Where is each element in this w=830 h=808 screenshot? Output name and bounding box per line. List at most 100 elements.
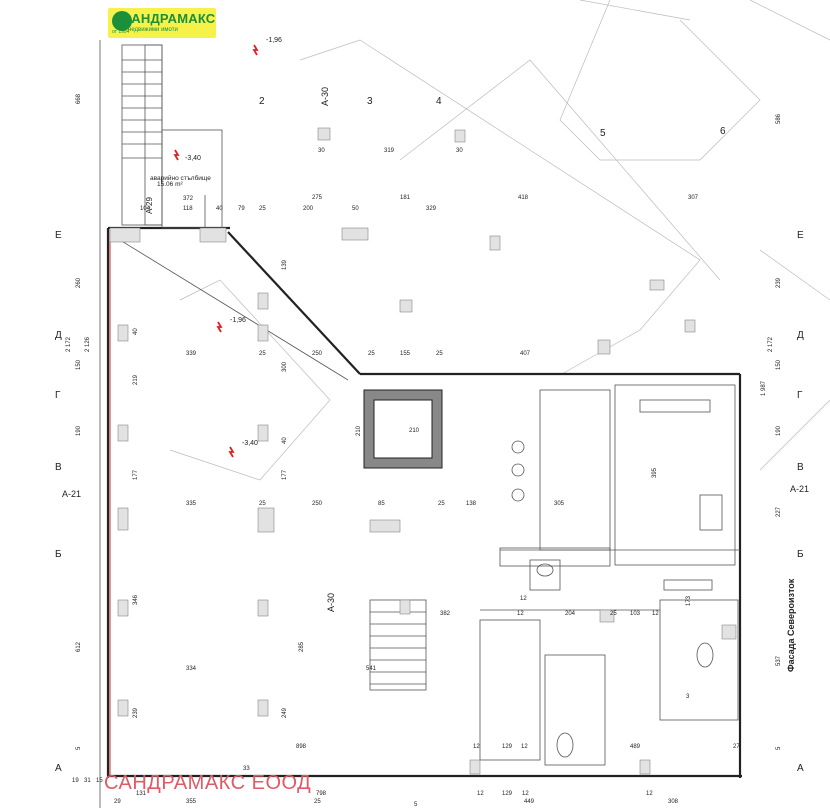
grid-letter: Г <box>797 390 803 401</box>
dimension-label: 305 <box>554 501 565 507</box>
dimension-label: 25 <box>368 351 375 357</box>
dimension-label: 219 <box>133 374 139 385</box>
grid-letter: Б <box>797 549 804 560</box>
inner-stairs <box>369 599 427 691</box>
dims-right-col: 586 239 2 172 150 1 987 190 227 537 5 <box>761 113 782 750</box>
axis-label: А-29 <box>145 197 154 214</box>
dimension-label: 12 <box>522 791 529 797</box>
dimension-label: 40 <box>216 206 223 212</box>
dimension-label: 25 <box>610 611 617 617</box>
dimension-label: 335 <box>186 501 197 507</box>
dimension-label: 131 <box>136 791 147 797</box>
dimension-label: 40 <box>282 437 288 444</box>
dimension-label: 300 <box>282 361 288 372</box>
dimension-label: 5 <box>414 802 418 808</box>
dimension-label: 29 <box>114 799 121 805</box>
interior-rooms <box>479 384 740 766</box>
axis-label: А-30 <box>320 87 330 106</box>
dimension-label: 173 <box>686 595 692 606</box>
dimension-label: 407 <box>520 351 531 357</box>
dimension-label: 12 <box>521 744 528 750</box>
dimension-label: 33 <box>243 766 250 772</box>
axis-label: А-21 <box>62 489 81 499</box>
dimension-label: 798 <box>316 791 327 797</box>
dimension-label: 190 <box>76 425 82 436</box>
dimension-label: 210 <box>409 428 420 434</box>
dimension-label: 250 <box>312 501 323 507</box>
dimension-label: 329 <box>426 206 437 212</box>
room-label-staircase: аварийно стълбище 15.06 m² <box>150 174 211 188</box>
level-value: -3,40 <box>185 155 201 162</box>
dims-bottom-row: 19 31 15 29 131 355 25 798 12 129 12 449… <box>72 778 679 805</box>
dimension-label: 85 <box>378 501 385 507</box>
dimension-label: 382 <box>440 611 451 617</box>
dimension-label: 30 <box>318 148 325 154</box>
dimension-label: 249 <box>282 707 288 718</box>
dimension-label: 275 <box>312 195 323 201</box>
dimension-label: 395 <box>652 467 658 478</box>
dimension-label: 79 <box>238 206 245 212</box>
dimension-label: 372 <box>183 196 194 202</box>
dimension-label: 129 <box>502 744 513 750</box>
grid-letter: Г <box>55 390 61 401</box>
grid-letter: Б <box>55 549 62 560</box>
dimension-label: 239 <box>133 707 139 718</box>
dimension-label: 150 <box>76 359 82 370</box>
dimension-label: 31 <box>84 778 91 784</box>
dimension-label: 668 <box>76 93 82 104</box>
dimension-label: 346 <box>133 594 139 605</box>
dimension-label: 118 <box>183 206 193 212</box>
dimension-label: 138 <box>466 501 477 507</box>
dims-row-b: 382 204 103 12 25 12 <box>440 611 659 617</box>
dimension-label: 319 <box>384 148 395 154</box>
grid-letter: Е <box>797 230 804 241</box>
grid-letter: А <box>797 763 804 774</box>
dimension-label: 12 <box>473 744 480 750</box>
dimension-label: 30 <box>456 148 463 154</box>
dimension-label: 19 <box>72 778 79 784</box>
dimension-label: 12 <box>520 596 527 602</box>
central-shaft <box>363 389 443 469</box>
dimension-label: 40 <box>133 328 139 335</box>
dimension-label: 5 <box>76 746 82 750</box>
grid-letter: В <box>55 462 62 473</box>
dimension-label: 200 <box>303 206 314 212</box>
dims-row-a: 334 541 898 129 489 12 12 27 <box>186 666 740 750</box>
dimension-label: 177 <box>282 469 288 480</box>
dims-top-row: 79 25 200 275 50 181 329 418 307 <box>238 195 699 212</box>
dimension-label: 25 <box>438 501 445 507</box>
dims-left-col: 668 260 2 172 2 126 150 219 190 177 612 … <box>66 93 139 750</box>
dimension-label: 104 <box>140 206 151 212</box>
axis-label: А-30 <box>326 593 336 612</box>
dimension-label: 285 <box>299 641 305 652</box>
logo-year: от 1994 <box>112 29 130 35</box>
dimension-label: 25 <box>314 799 321 805</box>
dimension-label: 239 <box>776 277 782 288</box>
dimension-label: 190 <box>776 425 782 436</box>
grid-letters-left: Е Д Г В Б А <box>55 230 62 774</box>
dimension-label: 27 <box>733 744 740 750</box>
dimension-label: 25 <box>259 501 266 507</box>
columns <box>109 127 737 775</box>
grid-number: 6 <box>720 126 726 137</box>
dimension-label: 355 <box>186 799 197 805</box>
dimension-label: 1 987 <box>761 380 767 396</box>
dimension-label: 181 <box>400 195 411 201</box>
dimension-label: 12 <box>646 791 653 797</box>
dimension-label: 2 172 <box>66 336 72 352</box>
dimension-label: 489 <box>630 744 641 750</box>
dims-row-v: 335 25 250 85 25 138 305 <box>186 501 565 507</box>
grid-letter: Д <box>55 330 62 341</box>
level-marker-icon <box>252 44 259 56</box>
logo-swoosh-icon <box>112 11 132 31</box>
dimension-label: 12 <box>652 611 659 617</box>
dimension-label: 260 <box>76 277 82 288</box>
dimension-label: 308 <box>668 799 679 805</box>
dimension-label: 25 <box>259 206 266 212</box>
grid-number: 5 <box>600 128 606 139</box>
grid-number: 3 <box>367 96 373 107</box>
dimension-label: 2 126 <box>85 336 91 352</box>
dimension-label: 103 <box>630 611 641 617</box>
grid-letters-right: Е Д Г В Б А <box>797 230 804 774</box>
level-marker-icon <box>228 446 235 458</box>
